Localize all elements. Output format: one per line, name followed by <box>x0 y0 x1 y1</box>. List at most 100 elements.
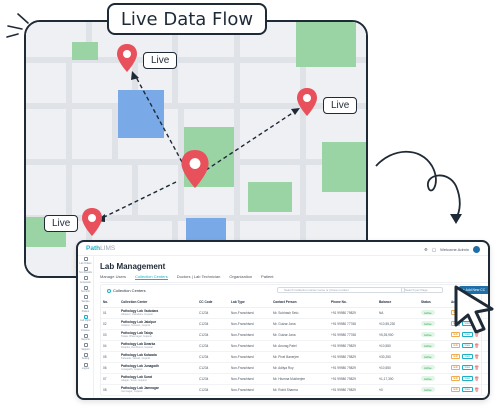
delete-icon[interactable]: 🗑 <box>474 386 480 392</box>
lab-type: Non-Franchised <box>229 340 271 352</box>
view-button[interactable]: View <box>461 332 473 337</box>
bell-icon[interactable]: ◯ <box>431 247 437 252</box>
center-name[interactable]: Pathology Lab Vadodara <box>121 309 159 313</box>
status-badge: Active <box>421 310 435 315</box>
row-number: 01 <box>101 307 119 319</box>
delete-icon[interactable]: 🗑 <box>474 353 480 359</box>
sidebar-item-accession[interactable]: Accession <box>78 275 93 285</box>
lab-type: Non-Franchised <box>229 318 271 330</box>
center-name[interactable]: Pathology Lab Surat <box>121 375 152 379</box>
avatar[interactable] <box>473 246 480 253</box>
center-name[interactable]: Pathology Lab Jamnagar <box>121 386 159 390</box>
column-header[interactable]: Collection Center <box>119 298 197 308</box>
contact-person: Mr. Hiumna Mukherjee <box>271 373 329 385</box>
view-button[interactable]: View <box>461 376 473 381</box>
delete-icon[interactable]: 🗑 <box>474 364 480 370</box>
top-bar-actions: ⚙ ◯ Welcome Admin <box>424 246 480 253</box>
view-button[interactable]: View <box>461 354 473 359</box>
center-address: Dwarka, Devbhumi, Gujarat <box>121 346 153 349</box>
sidebar-item-test-info[interactable]: Test Info <box>78 285 93 295</box>
sidebar-item-finance[interactable]: Finance <box>78 323 93 333</box>
panel-header: Collection Centers Search Collection cen… <box>101 285 488 296</box>
search-input[interactable]: Search Collection center name or phone n… <box>277 287 405 293</box>
edit-button[interactable]: Edit <box>451 332 461 337</box>
chart-icon <box>83 333 88 338</box>
edit-button[interactable]: Edit <box>451 376 461 381</box>
column-header[interactable]: Status <box>419 298 449 308</box>
sidebar-item-support[interactable]: Support <box>78 342 93 352</box>
info-icon <box>83 285 88 290</box>
contact-person: Mr. Gulzar Jana <box>271 318 329 330</box>
add-new-cc-button[interactable]: + Add New CC <box>459 286 488 294</box>
delete-icon[interactable]: 🗑 <box>474 331 480 337</box>
center-name[interactable]: Pathology Lab Dwarka <box>121 342 156 346</box>
delete-icon[interactable]: 🗑 <box>474 375 480 381</box>
balance: ₹30,250 <box>377 351 419 363</box>
status-cell: Active <box>419 340 449 352</box>
column-header[interactable]: CC Code <box>197 298 229 308</box>
phone-number: +91 99980 77768 <box>329 318 377 330</box>
center-name[interactable]: Pathology Lab Kalwada <box>121 353 157 357</box>
column-header[interactable]: Balance <box>377 298 419 308</box>
view-button[interactable]: View <box>461 365 473 370</box>
cc-code: C1234 <box>197 384 229 396</box>
status-badge: Active <box>421 332 435 337</box>
center-name[interactable]: Pathology Lab Talaja <box>121 331 153 335</box>
gear-icon[interactable]: ⚙ <box>424 247 428 252</box>
row-number: 06 <box>101 362 119 374</box>
delete-icon[interactable]: 🗑 <box>474 342 480 348</box>
edit-button[interactable]: Edit <box>451 354 461 359</box>
sidebar-item-lab-mgmt[interactable]: Lab Mgmt <box>78 314 93 324</box>
per-page-select[interactable]: Search per Page <box>401 287 443 293</box>
phone-number: +91 99980 79829 <box>329 351 377 363</box>
sparkle-icon <box>6 13 29 38</box>
tab-collection-centers[interactable]: Collection Centers <box>135 274 168 280</box>
collection-centers-table: No. Collection Center CC Code Lab Type C… <box>101 298 488 396</box>
edit-button[interactable]: Edit <box>451 365 461 370</box>
curved-arrow-icon <box>375 150 462 224</box>
lab-type: Non-Franchised <box>229 373 271 385</box>
balance: ₹1,17,300 <box>377 373 419 385</box>
row-number: 08 <box>101 384 119 396</box>
column-header[interactable]: Contact Person <box>271 298 329 308</box>
center-name[interactable]: Pathology Lab Junagadh <box>121 364 159 368</box>
sidebar-item-sample[interactable]: Sample <box>78 294 93 304</box>
sidebar-item-patient[interactable]: Patient <box>78 304 93 314</box>
view-button[interactable]: View <box>461 387 473 392</box>
edit-button[interactable]: Edit <box>451 343 461 348</box>
tab-manage-users[interactable]: Manage Users <box>100 274 127 279</box>
column-header[interactable]: Lab Type <box>229 298 271 308</box>
sidebar-item-reports[interactable]: Reports <box>78 333 93 343</box>
phone-number: +91 99980 77768 <box>329 329 377 341</box>
live-tag: Live <box>44 215 79 232</box>
contact-person: Mr. Gulzar Jana <box>271 329 329 341</box>
sidebar-item-setting[interactable]: Setting <box>78 352 93 362</box>
center-address: Junagadh, Gujarat <box>121 368 143 371</box>
edit-button[interactable]: Edit <box>451 387 461 392</box>
sidebar-item-logout[interactable]: Logout <box>78 362 93 372</box>
app-logo[interactable]: PathLIMS <box>86 245 116 252</box>
contact-person: Mr. Pixel Banerjee <box>271 351 329 363</box>
tab-doctors-lab-technician[interactable]: Doctors | Lab Technician <box>176 274 221 279</box>
page-title: Live Data Flow <box>107 3 267 35</box>
column-header[interactable]: Phone No. <box>329 298 377 308</box>
tab-patient[interactable]: Patient <box>261 274 274 279</box>
location-pin-icon <box>117 44 137 72</box>
center-name[interactable]: Pathology Lab Jalalpur <box>121 320 157 324</box>
location-pin-icon <box>297 88 317 116</box>
view-button[interactable]: View <box>461 343 473 348</box>
sidebar-item-lab-orders[interactable]: Lab Orders <box>78 256 93 266</box>
tab-organization[interactable]: Organization <box>229 274 253 279</box>
sidebar-item-test-results[interactable]: Test Results <box>78 266 93 276</box>
